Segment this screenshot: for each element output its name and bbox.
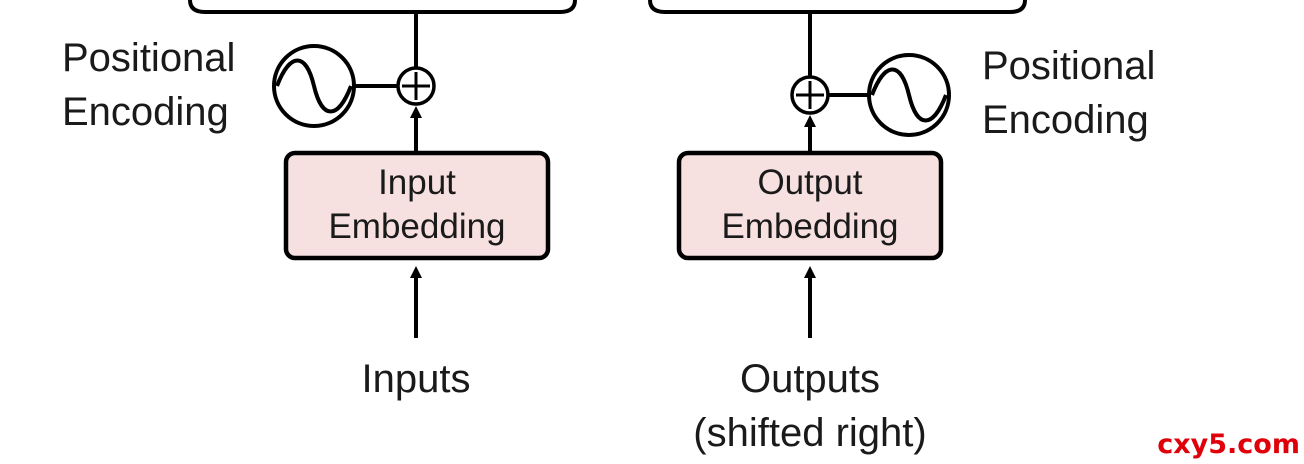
output-embedding-line-2: Embedding (721, 207, 899, 246)
decoder-positional-encoding-label: Positional Encoding (982, 46, 1155, 154)
encoder-circled-plus-icon (396, 66, 436, 106)
input-embedding-label: Input Embedding (286, 161, 548, 249)
encoder-positional-encoding-label: Positional Encoding (62, 38, 235, 146)
input-embedding-line-1: Input (378, 163, 456, 202)
decoder-circled-plus-icon (790, 75, 830, 115)
outputs-line-2: (shifted right) (693, 411, 927, 455)
output-embedding-label: Output Embedding (679, 161, 941, 249)
encoder-stack-block (188, 0, 577, 14)
output-embedding-box (676, 150, 944, 261)
inputs-label: Inputs (361, 357, 471, 401)
encoder-pe-line-2: Encoding (62, 90, 229, 134)
decoder-pe-line-2: Encoding (982, 98, 1149, 142)
watermark-text: cxy5.com (1157, 429, 1300, 460)
outputs-label: Outputs (shifted right) (660, 352, 960, 460)
decoder-stack-block (648, 0, 1027, 14)
input-embedding-line-2: Embedding (328, 207, 506, 246)
decoder-sine-wave-icon (867, 53, 951, 137)
decoder-pe-line-1: Positional (982, 44, 1156, 88)
output-embedding-line-1: Output (757, 163, 863, 202)
encoder-sine-wave-icon (272, 44, 356, 128)
encoder-pe-line-1: Positional (62, 36, 236, 80)
outputs-line-1: Outputs (739, 357, 881, 401)
input-embedding-box (283, 150, 551, 261)
